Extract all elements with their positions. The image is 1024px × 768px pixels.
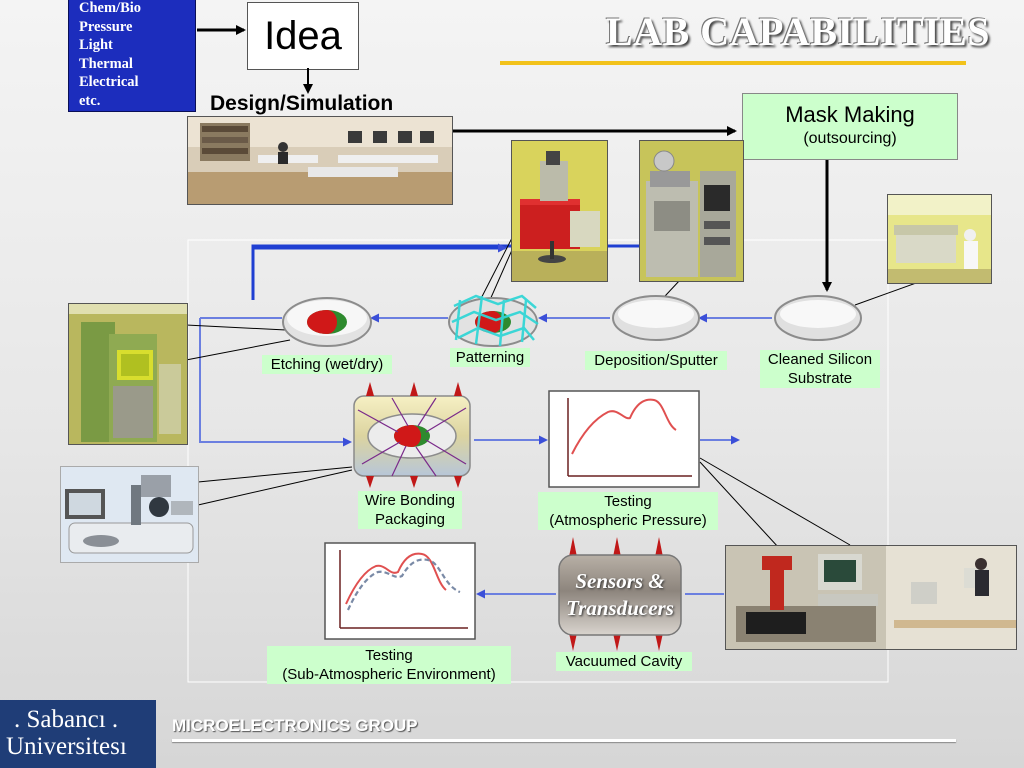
patterning-wafer-icon [448,294,539,347]
lithography-equipment-photo [511,140,608,282]
vacuumed-cavity-label: Vacuumed Cavity [556,652,692,671]
testing-sub-atmospheric-label: Testing (Sub-Atmospheric Environment) [267,646,511,684]
sensors-transducers-text: Sensors & Transducers [555,568,685,622]
title-underline [500,61,966,65]
packaged-device-icon [353,382,471,488]
atmospheric-test-graph [548,390,700,488]
sensors-line: Sensors & [575,569,665,593]
etching-equipment-photo [68,303,188,445]
clean-substrate-wafer-icon [774,295,862,341]
testing-sub-atmospheric-line1: Testing [365,647,413,664]
domain-item: etc. [79,92,101,109]
deposition-wafer-icon [612,295,700,341]
cleaned-substrate-line2: Substrate [787,370,853,387]
cleaned-substrate-line1: Cleaned Silicon [767,351,873,368]
etching-wafer-icon [282,297,372,347]
group-name: MICROELECTRONICS GROUP [172,716,418,735]
wire-bonding-label: Wire Bonding Packaging [358,491,462,529]
sensing-domains-box: Chem/Bio Pressure Light Thermal Electric… [68,0,196,112]
domain-item: Pressure [79,18,133,35]
testing-atmospheric-line1: Testing [604,493,652,510]
logo-line-2: Universitesı [6,733,127,760]
slide-title: LAB CAPABILITIES [605,9,990,54]
etching-label: Etching (wet/dry) [262,355,392,374]
mask-making-subtitle: (outsourcing) [803,130,897,147]
cleanroom-photo [887,194,992,284]
wire-bonding-line2: Packaging [374,511,446,528]
idea-label: Idea [264,13,342,58]
testing-sub-atmospheric-line2: (Sub-Atmospheric Environment) [282,666,496,683]
domain-item: Thermal [79,55,133,72]
domain-item: Electrical [79,74,139,90]
cleaned-substrate-label: Cleaned Silicon Substrate [760,350,880,388]
idea-box: Idea [247,2,359,70]
footer-rule [172,739,956,742]
domain-item: Chem/Bio [79,0,142,16]
wire-bonding-line1: Wire Bonding [364,492,456,509]
mask-making-box: Mask Making (outsourcing) [742,93,958,160]
design-simulation-label: Design/Simulation [210,92,394,115]
deposition-label: Deposition/Sputter [585,351,727,370]
logo-line-1: . Sabancı . [14,706,119,733]
testing-atmospheric-label: Testing (Atmospheric Pressure) [538,492,718,530]
testing-atmospheric-line2: (Atmospheric Pressure) [549,512,707,529]
probe-station-photo [725,545,1017,650]
sensors-transducers-block [558,537,682,651]
university-logo: . Sabancı . Universitesı [0,700,156,768]
deposition-equipment-photo [639,140,744,282]
domain-item: Light [79,37,113,53]
wire-bonder-photo [60,466,199,563]
mask-making-title: Mask Making [785,102,915,127]
design-office-photo [187,116,453,205]
sub-atmospheric-test-graph [324,542,476,640]
patterning-label: Patterning [450,348,530,367]
transducers-line: Transducers [566,596,674,620]
